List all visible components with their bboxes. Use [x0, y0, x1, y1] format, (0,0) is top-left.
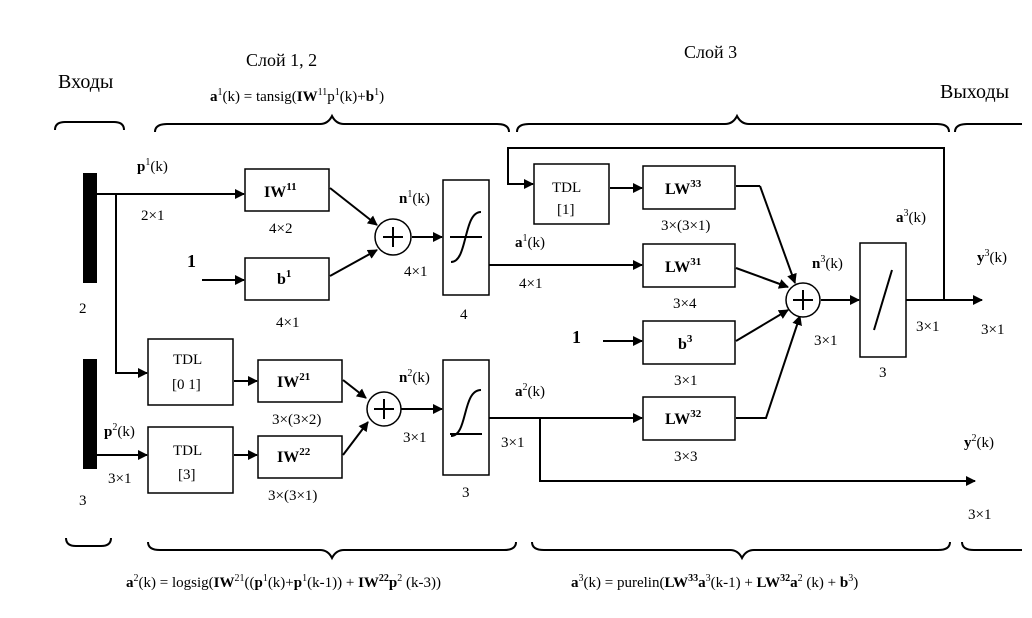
wire-a2-y2 — [539, 418, 976, 486]
b3-dim: 3×1 — [674, 373, 697, 389]
block-tdl-3: TDL [3] — [147, 426, 234, 494]
lw32-dim: 3×3 — [674, 449, 697, 465]
p2-dim: 3×1 — [108, 471, 131, 487]
brace-layer3-top — [516, 113, 950, 133]
svg-text:IW21: IW21 — [277, 371, 310, 391]
block-tdl-1: TDL [1] — [533, 163, 610, 225]
brace-outputs-top — [954, 123, 1022, 133]
layers-12-header: Слой 1, 2 — [246, 50, 317, 70]
outputs-header: Выходы — [940, 81, 1009, 103]
svg-text:TDL: TDL — [173, 443, 202, 459]
summation-2 — [366, 391, 402, 427]
iw11-dim: 4×2 — [269, 221, 292, 237]
wire-iw21-sum2 — [342, 379, 367, 399]
svg-text:LW33: LW33 — [665, 178, 702, 198]
a2-label: a2(k) — [515, 382, 545, 400]
input-bar-p1 — [83, 173, 97, 283]
block-lw31: LW31 — [642, 243, 736, 288]
a1-label: a1(k) — [515, 233, 545, 251]
layer-3-header: Слой 3 — [684, 42, 737, 62]
block-lw33: LW33 — [642, 165, 736, 210]
svg-text:TDL: TDL — [173, 352, 202, 368]
brace-layer3-bottom — [531, 541, 951, 561]
brace-layers12-top — [154, 113, 510, 133]
block-iw22: IW22 — [257, 435, 343, 479]
summation-3 — [785, 282, 821, 318]
y3-label: y3(k) — [977, 248, 1007, 266]
block-iw11: IW11 — [244, 168, 330, 212]
input-bar-p1-size: 2 — [79, 301, 87, 317]
a3-label: a3(k) — [896, 208, 926, 226]
wire-b1-sum1 — [329, 249, 378, 277]
input-bar-p2 — [83, 359, 97, 469]
n1-label: n1(k) — [399, 189, 430, 207]
tansig-transfer-block — [442, 179, 490, 296]
svg-text:[1]: [1] — [557, 202, 575, 218]
block-b3: b3 — [642, 320, 736, 365]
svg-text:[3]: [3] — [178, 467, 196, 483]
purelin-transfer-block — [859, 242, 907, 358]
n2-dim: 3×1 — [403, 430, 426, 446]
wire-feedback-a3-tdl1 — [507, 147, 945, 300]
n1-dim: 4×1 — [404, 264, 427, 280]
n2-label: n2(k) — [399, 368, 430, 386]
wire-iw11-sum1 — [329, 187, 378, 226]
brace-inputs-top — [54, 121, 125, 131]
wire-lw32-sum3 — [736, 315, 802, 419]
svg-text:b3: b3 — [678, 333, 693, 353]
svg-text:[0 1]: [0 1] — [172, 377, 201, 393]
y2-label: y2(k) — [964, 433, 994, 451]
b1-dim: 4×1 — [276, 315, 299, 331]
brace-layers12-bottom — [147, 541, 517, 561]
wire-iw22-sum2 — [342, 421, 369, 456]
iw22-dim: 3×(3×1) — [268, 488, 317, 504]
wire-lw31-sum3 — [735, 267, 789, 289]
svg-text:IW22: IW22 — [277, 446, 311, 466]
svg-text:IW11: IW11 — [264, 181, 297, 201]
iw21-dim: 3×(3×2) — [272, 412, 321, 428]
block-b1: b1 — [244, 257, 330, 301]
lw31-dim: 3×4 — [673, 296, 697, 312]
svg-text:LW32: LW32 — [665, 408, 702, 428]
inputs-header: Входы — [58, 71, 113, 93]
n3-label: n3(k) — [812, 254, 843, 272]
equation-layer2: a2(k) = logsig(IW21((p1(k)+p1(k-1)) + IW… — [126, 573, 441, 591]
p1-label: p1(k) — [137, 157, 168, 175]
lw33-dim: 3×(3×1) — [661, 218, 710, 234]
bias-one-layer3: 1 — [572, 327, 581, 347]
tansig-size: 4 — [460, 307, 468, 323]
svg-text:TDL: TDL — [552, 180, 581, 196]
equation-layer1: a1(k) = tansig(IW11p1(k)+b1) — [210, 87, 384, 105]
p1-dim: 2×1 — [141, 208, 164, 224]
p2-label: p2(k) — [104, 422, 135, 440]
svg-text:b1: b1 — [277, 268, 291, 288]
y2-dim: 3×1 — [968, 507, 991, 523]
a3-dim: 3×1 — [916, 319, 939, 335]
brace-inputs-bottom — [65, 537, 112, 547]
wire-lw33-sum3-b — [759, 185, 797, 284]
logsig-size: 3 — [462, 485, 470, 501]
svg-text:LW31: LW31 — [665, 256, 701, 276]
logsig-transfer-block — [442, 359, 490, 476]
y3-dim: 3×1 — [981, 322, 1004, 338]
purelin-size: 3 — [879, 365, 887, 381]
block-lw32: LW32 — [642, 396, 736, 441]
a2-dim: 3×1 — [501, 435, 524, 451]
bias-one-layer1: 1 — [187, 251, 196, 271]
brace-outputs-bottom — [961, 541, 1022, 551]
equation-layer3: a3(k) = purelin(LW33a3(k-1) + LW32a2 (k)… — [571, 573, 858, 591]
summation-1 — [374, 218, 412, 256]
wire-b3-sum3 — [735, 309, 789, 342]
a1-dim: 4×1 — [519, 276, 542, 292]
wire-p1-tdl01 — [115, 194, 148, 378]
block-tdl-01: TDL [0 1] — [147, 338, 234, 406]
n3-dim: 3×1 — [814, 333, 837, 349]
block-iw21: IW21 — [257, 359, 343, 403]
input-bar-p2-size: 3 — [79, 493, 87, 509]
